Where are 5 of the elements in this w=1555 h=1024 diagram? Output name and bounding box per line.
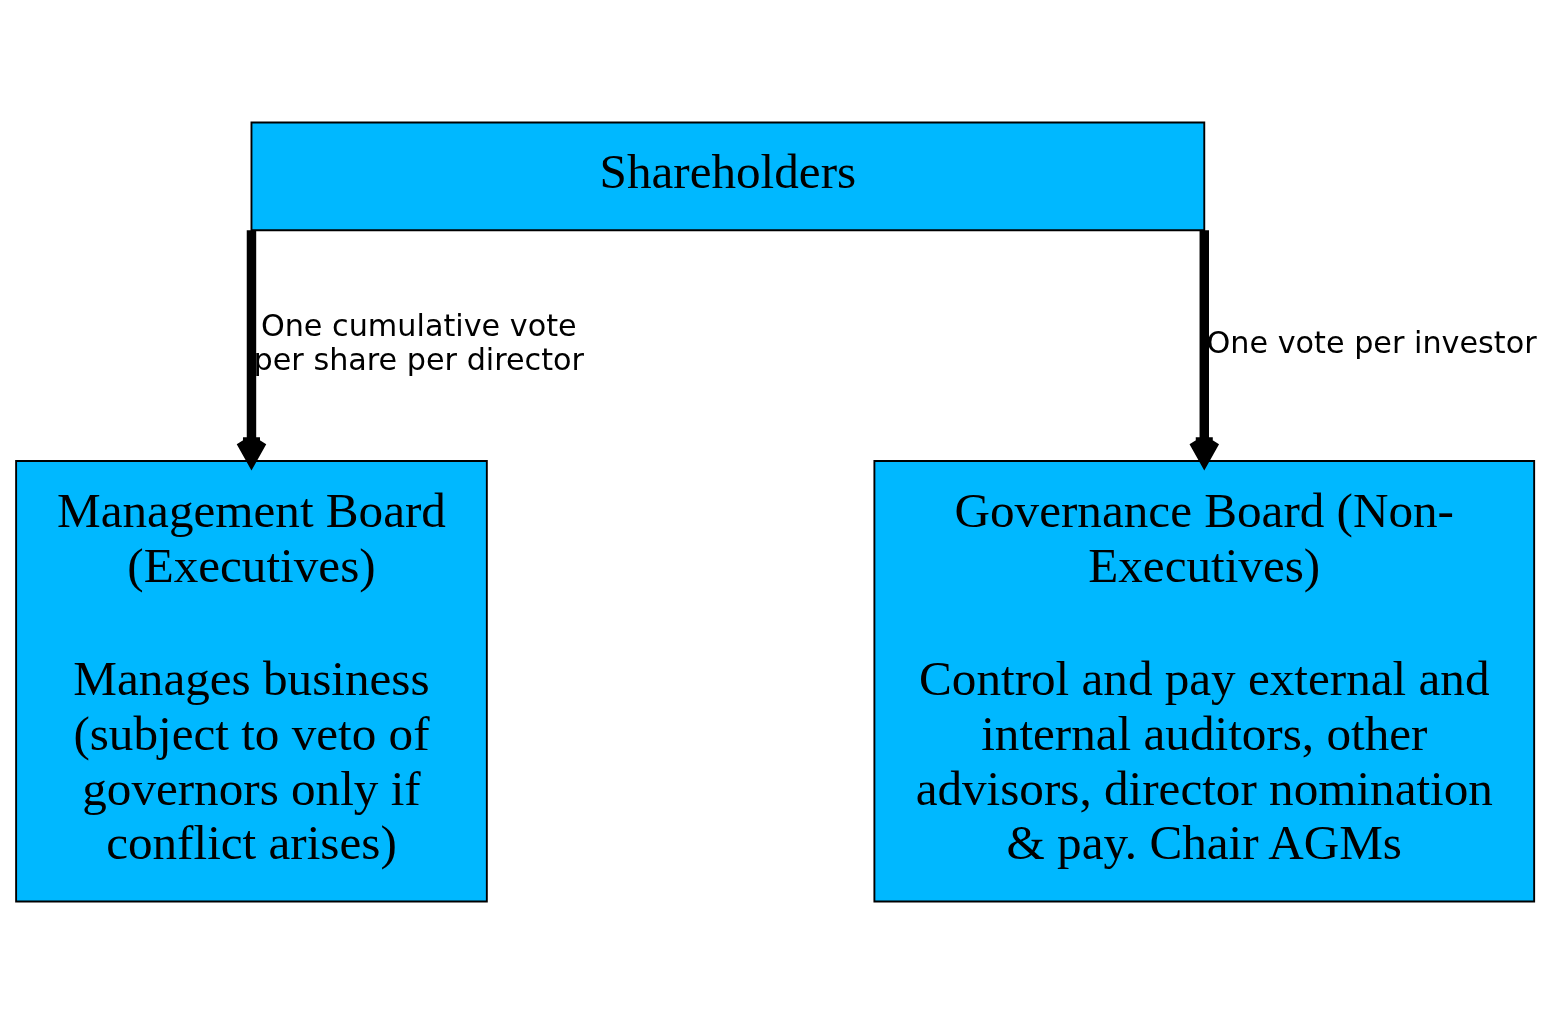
edge-label: One cumulative vote per share per director: [253, 307, 585, 377]
node-box: Governance Board (Non-Executives) Control and pay external and internal auditors, other advisors, director nomination & pay. Chair AGMs: [873, 460, 1536, 903]
node-box: Shareholders: [250, 121, 1206, 232]
node-box: Management Board (Executives) Manages business (subject to veto of governors only if conflict arises): [15, 460, 488, 903]
edge-label: One vote per investor: [1206, 324, 1537, 360]
